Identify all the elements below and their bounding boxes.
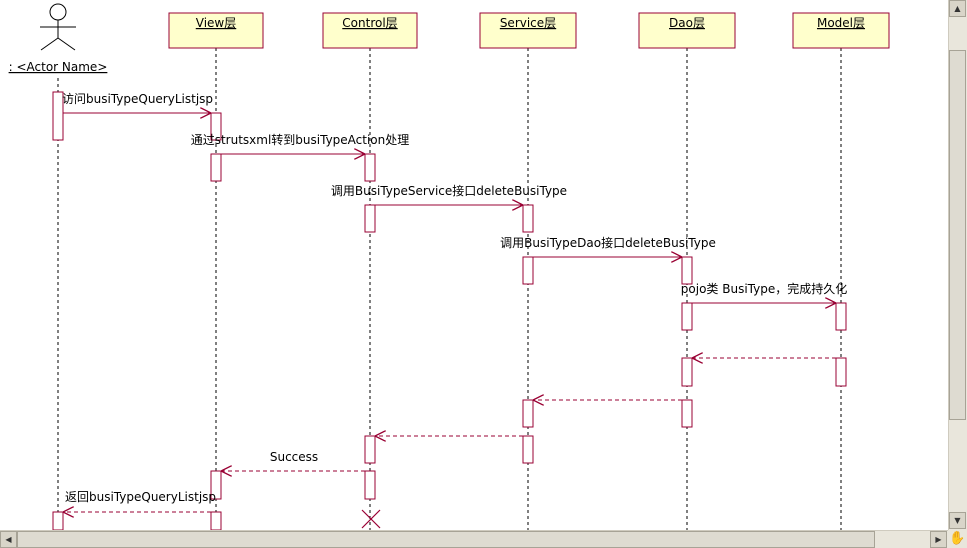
message-label: 调用BusiTypeDao接口deleteBusiType <box>500 235 716 250</box>
activation-view[interactable] <box>210 511 222 530</box>
message-dao-to-model[interactable]: pojo类 BusiType，完成持久化 <box>681 281 847 303</box>
object-view[interactable]: View层 <box>168 12 264 49</box>
activation-actor[interactable] <box>52 511 64 530</box>
message-actor-to-view[interactable]: 访问busiTypeQueryListjsp <box>62 92 213 113</box>
activation-service[interactable] <box>522 435 534 464</box>
hand-icon[interactable]: ✋ <box>948 530 967 548</box>
object-service[interactable]: Service层 <box>479 12 577 49</box>
scroll-left-button[interactable]: ◀ <box>0 531 17 548</box>
object-box <box>168 12 264 49</box>
object-label: Control层 <box>342 16 397 30</box>
sequence-diagram-canvas[interactable]: : <Actor Name> View层 Control层 Service层 Dao层… <box>0 0 948 530</box>
message-control-to-view[interactable]: Success <box>221 450 365 471</box>
actor-name-label[interactable]: : <Actor Name> <box>9 60 108 74</box>
activation-model[interactable] <box>835 357 847 387</box>
object-label: View层 <box>196 16 236 30</box>
actor-leg-left <box>40 37 59 51</box>
object-label: Service层 <box>500 16 556 30</box>
activation-dao[interactable] <box>681 399 693 428</box>
messages: 访问busiTypeQueryListjsp 通过strutsxml转到busiT… <box>62 92 847 512</box>
message-label: pojo类 BusiType，完成持久化 <box>681 281 847 296</box>
message-label: 访问busiTypeQueryListjsp <box>62 92 213 106</box>
object-model[interactable]: Model层 <box>792 12 890 49</box>
activation-dao[interactable] <box>681 256 693 285</box>
activation-view[interactable] <box>210 112 222 141</box>
activation-view[interactable] <box>210 470 222 500</box>
scroll-down-button[interactable]: ▼ <box>949 512 966 529</box>
message-view-to-control[interactable]: 通过strutsxml转到busiTypeAction处理 <box>191 132 410 154</box>
activation-control[interactable] <box>364 153 376 182</box>
object-control[interactable]: Control层 <box>322 12 418 49</box>
vertical-scrollbar[interactable]: ▲ ▼ <box>948 0 967 530</box>
sequence-diagram: : <Actor Name> View层 Control层 Service层 Dao层… <box>9 3 890 530</box>
activation-control[interactable] <box>364 204 376 233</box>
activation-dao[interactable] <box>681 357 693 387</box>
activation-control[interactable] <box>364 435 376 464</box>
object-box <box>479 12 577 49</box>
activation-model[interactable] <box>835 302 847 331</box>
scroll-right-button[interactable]: ▶ <box>930 531 947 548</box>
object-box <box>792 12 890 49</box>
object-label: Model层 <box>817 16 865 30</box>
destroy-marker <box>361 509 381 529</box>
vertical-scroll-thumb[interactable] <box>949 50 966 420</box>
object-box <box>322 12 418 49</box>
objects: View层 Control层 Service层 Dao层 Model层 <box>168 12 890 49</box>
message-label: Success <box>270 450 318 464</box>
object-box <box>638 12 736 49</box>
actor-leg-right <box>57 37 76 51</box>
activation-view[interactable] <box>210 153 222 182</box>
activation-service[interactable] <box>522 256 534 285</box>
message-control-to-service[interactable]: 调用BusiTypeService接口deleteBusiType <box>331 183 567 205</box>
horizontal-scrollbar[interactable]: ◀ ▶ <box>0 530 948 548</box>
activation-dao[interactable] <box>681 302 693 331</box>
actor-figure[interactable] <box>40 3 76 51</box>
horizontal-scroll-thumb[interactable] <box>17 531 875 548</box>
activation-actor[interactable] <box>52 91 64 141</box>
object-dao[interactable]: Dao层 <box>638 12 736 49</box>
message-label: 返回busiTypeQueryListjsp <box>65 490 216 504</box>
actor-head <box>49 3 67 21</box>
activation-service[interactable] <box>522 204 534 233</box>
message-label: 调用BusiTypeService接口deleteBusiType <box>331 183 567 198</box>
activation-service[interactable] <box>522 399 534 428</box>
message-label: 通过strutsxml转到busiTypeAction处理 <box>191 132 410 147</box>
activation-control[interactable] <box>364 470 376 500</box>
message-view-to-actor[interactable]: 返回busiTypeQueryListjsp <box>63 490 216 512</box>
scroll-up-button[interactable]: ▲ <box>949 0 966 17</box>
object-label: Dao层 <box>669 16 705 30</box>
message-service-to-dao[interactable]: 调用BusiTypeDao接口deleteBusiType <box>500 235 716 257</box>
activations <box>52 91 847 530</box>
